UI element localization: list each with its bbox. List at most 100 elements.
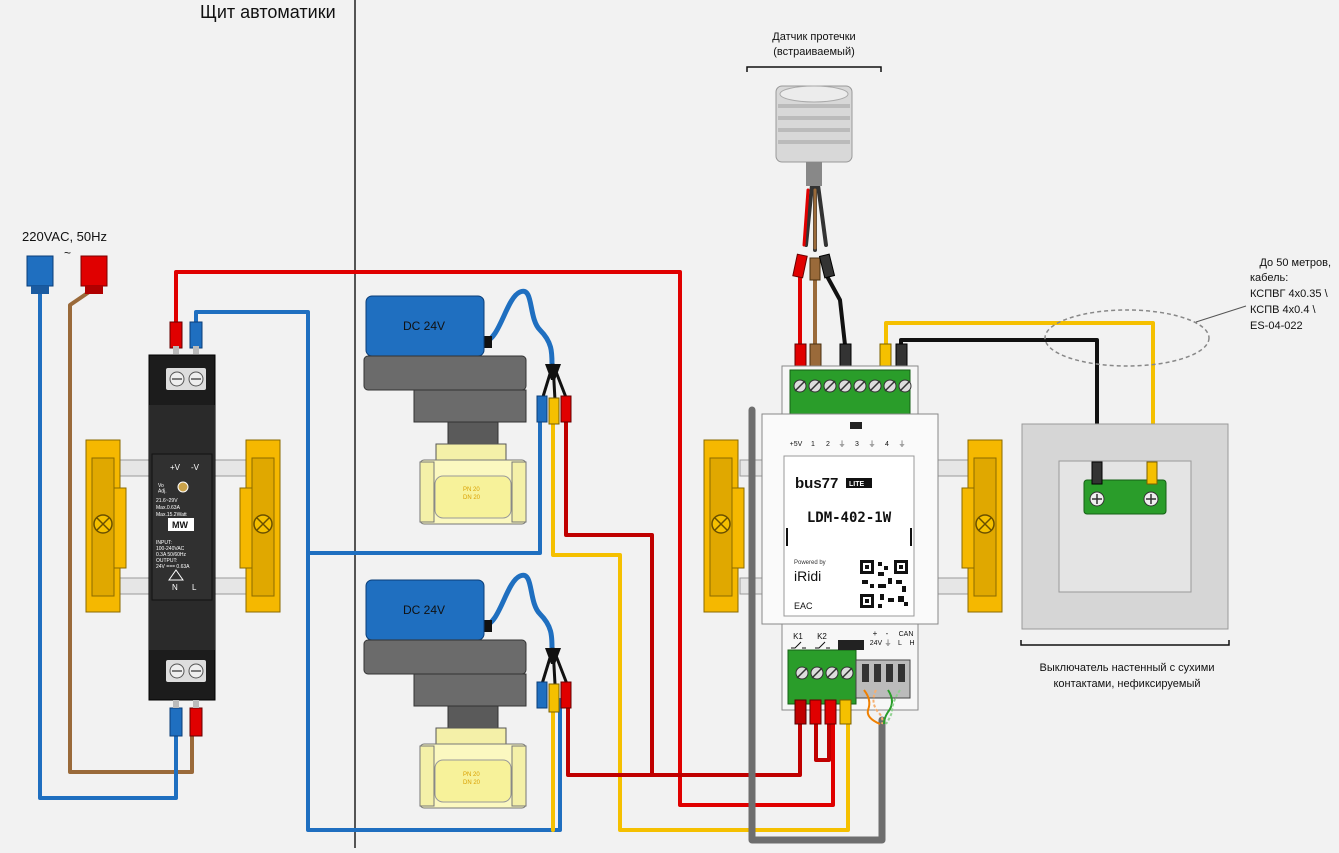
qr-code-icon xyxy=(860,560,908,608)
psu-logo xyxy=(168,518,194,531)
module-brand-badge: LITE xyxy=(849,481,864,488)
psu-vplus-label: +V xyxy=(170,463,181,472)
wire-valve1-blue xyxy=(306,418,542,555)
psu-vminus-label: -V xyxy=(191,463,200,472)
ferrule-black xyxy=(895,343,908,369)
din-end-stop xyxy=(961,439,1003,613)
cable-can-gray xyxy=(748,406,886,844)
module-powered-by: Powered by xyxy=(794,560,826,566)
can-twisted-pair xyxy=(863,689,901,725)
terminal-label-gnd: ⏚ xyxy=(839,440,846,448)
ferrule-blue xyxy=(189,321,203,354)
ferrule-black xyxy=(818,253,836,279)
ferrule-red xyxy=(560,395,572,423)
terminal-screws-bottom xyxy=(795,664,905,682)
module-model: LDM-402-1W xyxy=(807,510,892,526)
wire-k-jumper xyxy=(814,720,831,762)
power-24v-label: 24V xyxy=(870,640,883,647)
ferrule-red xyxy=(809,699,822,725)
leak-sensor-label-1: Датчик протечки xyxy=(772,31,855,43)
leak-sensor-bracket xyxy=(746,66,882,72)
cable-note-line-3: КСПВГ 4х0.35 \ xyxy=(1250,288,1329,300)
ferrule-red xyxy=(794,699,807,725)
ferrule-yellow xyxy=(1146,461,1158,485)
leak-sensor-label-2: (встраиваемый) xyxy=(773,46,855,58)
ferrule-blue xyxy=(169,700,183,737)
module-eac: EAC xyxy=(794,601,813,611)
valve-2-dn: DN 20 xyxy=(463,780,481,786)
terminal-label-2: 2 xyxy=(826,441,830,448)
ldm-module xyxy=(761,365,939,711)
valve-1 xyxy=(363,288,555,525)
ferrule-brown xyxy=(809,343,822,369)
psu-spec3: Max.15.2Watt xyxy=(156,512,187,518)
ferrule-yellow xyxy=(839,699,852,725)
din-end-stop xyxy=(703,439,745,613)
terminal-label-3: 3 xyxy=(855,441,859,448)
psu-input3: 0.3A 50/60Hz xyxy=(156,552,187,558)
wire-mains-brown xyxy=(68,288,194,774)
terminal-label-gnd: ⏚ xyxy=(899,440,906,448)
ferrule-blue xyxy=(536,395,548,423)
cable-note-line-2: кабель: xyxy=(1250,272,1288,284)
can-l-label: L xyxy=(898,640,902,647)
terminal-screws-top xyxy=(793,379,912,393)
valve-2 xyxy=(363,572,555,809)
wire-valve1-yellow xyxy=(551,418,850,832)
ferrule-yellow xyxy=(548,397,560,425)
ferrule-blue xyxy=(536,681,548,709)
psu-output1: OUTPUT: xyxy=(156,558,177,564)
cable-note-leader xyxy=(1195,305,1247,323)
psu-input1: INPUT: xyxy=(156,540,172,546)
ferrule-yellow xyxy=(879,343,892,369)
ferrule-red xyxy=(824,699,837,725)
terminal-label-1: 1 xyxy=(811,441,815,448)
wire-24v-minus xyxy=(194,310,562,832)
psu-spec2: Max.0.63A xyxy=(156,505,181,511)
power-minus-label: - xyxy=(886,629,889,638)
terminal-label-4: 4 xyxy=(885,441,889,448)
valve-1-pn: PN 20 xyxy=(463,487,480,493)
ferrule-red xyxy=(189,700,203,737)
power-plus-label: + xyxy=(873,629,878,638)
power-gnd-label: ⏚ xyxy=(885,639,892,647)
ferrule-yellow xyxy=(548,683,560,713)
din-end-stop xyxy=(239,439,281,613)
psu-spec1: 21.6~29V xyxy=(156,498,178,504)
panel-title: Щит автоматики xyxy=(200,2,336,22)
ferrule-black xyxy=(1091,461,1103,485)
relay-label-k2: K2 xyxy=(817,632,827,641)
psu-trimmer xyxy=(177,481,189,493)
module-brand-badge-bg xyxy=(846,478,872,488)
mains-red-connector xyxy=(80,255,108,294)
wire-switch-yellow xyxy=(884,321,1155,472)
can-h-label: H xyxy=(909,640,914,647)
ferrule-red xyxy=(560,681,572,709)
relay-contact-icon xyxy=(815,641,830,649)
ferrule-red xyxy=(169,321,183,354)
wire-switch-black xyxy=(899,338,1099,472)
switch-label-2: контактами, нефиксируемый xyxy=(1053,678,1200,690)
psu-n-label: N xyxy=(172,583,178,592)
module-brand: bus77 xyxy=(795,475,838,492)
wire-valve2-red xyxy=(566,706,654,777)
relay-contact-icon xyxy=(791,641,806,649)
ferrule-red xyxy=(792,253,808,279)
cable-highlight-ellipse xyxy=(1044,309,1210,367)
valve-2-actuator-label: DC 24V xyxy=(403,603,445,617)
wire-leak-black xyxy=(826,276,847,347)
ferrule-brown xyxy=(809,257,821,281)
ferrule-black xyxy=(839,343,852,369)
valve-1-actuator-label: DC 24V xyxy=(403,319,445,333)
wire-mains-blue xyxy=(38,288,178,800)
valve-2-pn: PN 20 xyxy=(463,772,480,778)
module-iridi: iRidi xyxy=(794,568,821,584)
mains-blue-connector xyxy=(26,255,54,294)
ferrule-red xyxy=(794,343,807,369)
cable-note-line-4: КСПВ 4х0.4 \ xyxy=(1250,304,1316,316)
warning-icon xyxy=(168,569,184,581)
wire-valve1-red xyxy=(564,418,802,777)
valve-1-dn: DN 20 xyxy=(463,495,481,501)
